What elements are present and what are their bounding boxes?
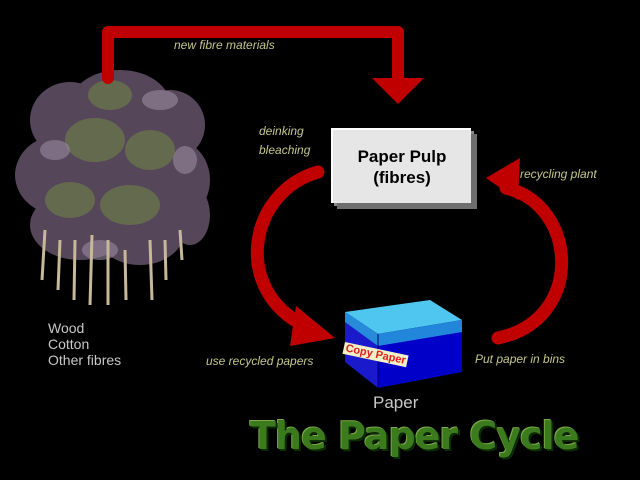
diagram-title: The Paper Cycle: [250, 414, 579, 458]
label-recycling-plant: recycling plant: [520, 167, 597, 181]
arrow-paper-to-pulp: [486, 158, 568, 345]
label-deinking: deinking: [259, 124, 304, 138]
tree-cluster-illustration: [15, 70, 210, 306]
copy-paper-box-illustration: [345, 300, 462, 388]
pulp-title: Paper Pulp: [357, 146, 447, 166]
arrow-new-fibre: [102, 26, 424, 104]
pulp-subtitle: (fibres): [373, 167, 431, 187]
label-use-recycled: use recycled papers: [206, 354, 314, 368]
source-other-fibres: Other fibres: [48, 352, 122, 368]
label-put-in-bins: Put paper in bins: [475, 352, 566, 366]
paper-node-caption: Paper: [373, 393, 419, 412]
fibre-sources-list: Wood Cotton Other fibres: [48, 320, 121, 368]
source-cotton: Cotton: [48, 336, 90, 352]
arrow-pulp-to-paper: [250, 165, 335, 346]
label-new-fibre: new fibre materials: [174, 38, 275, 52]
paper-pulp-node: Paper Pulp (fibres): [331, 128, 471, 203]
label-bleaching: bleaching: [259, 143, 311, 157]
source-wood: Wood: [48, 320, 85, 336]
